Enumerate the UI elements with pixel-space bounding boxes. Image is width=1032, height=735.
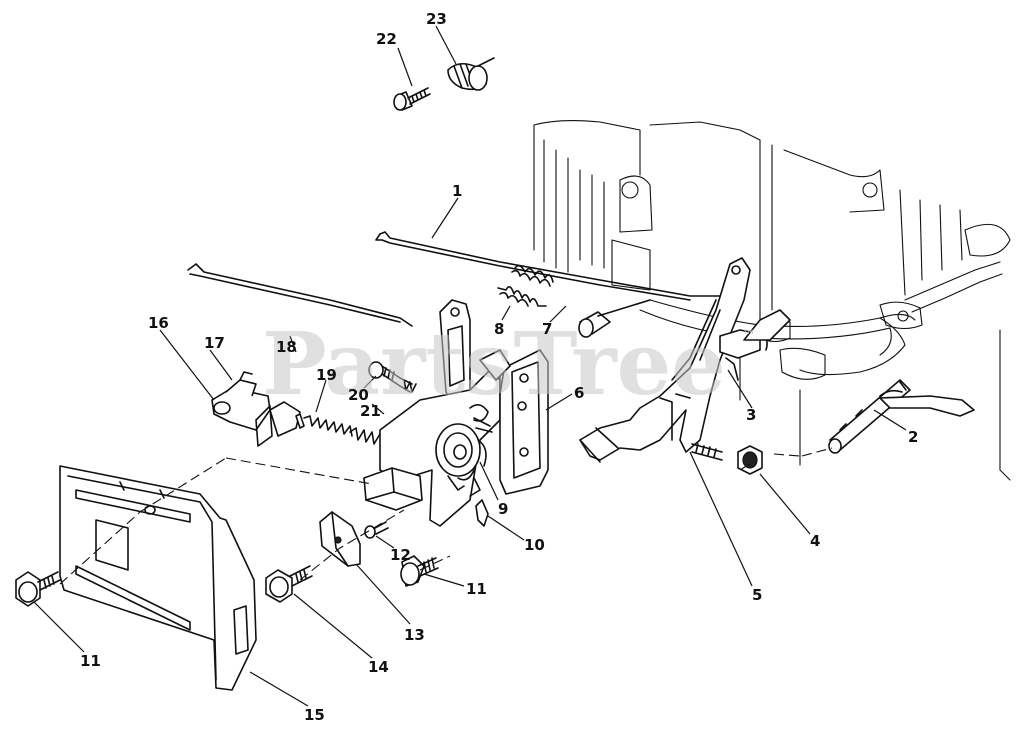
part-11-bolt-right bbox=[400, 555, 439, 587]
callout-2: 2 bbox=[908, 428, 918, 446]
part-12-screw bbox=[364, 521, 389, 539]
callout-5: 5 bbox=[752, 586, 762, 604]
part-7-spring bbox=[511, 264, 554, 287]
part-15-plate bbox=[59, 465, 257, 691]
callout-1: 1 bbox=[452, 182, 462, 200]
callout-19: 19 bbox=[316, 366, 337, 384]
callout-8: 8 bbox=[494, 320, 504, 338]
callout-14: 14 bbox=[368, 658, 389, 676]
callout-12: 12 bbox=[390, 546, 411, 564]
callout-3: 3 bbox=[746, 406, 756, 424]
part-2-lever bbox=[828, 379, 975, 454]
callout-16: 16 bbox=[148, 314, 169, 332]
callout-15: 15 bbox=[304, 706, 325, 724]
callout-labels: 1 2 3 4 5 6 7 8 9 10 11 11 12 13 14 15 1… bbox=[80, 10, 918, 724]
control-bracket-assembly bbox=[363, 299, 549, 527]
callout-17: 17 bbox=[204, 334, 225, 352]
callout-11-left: 11 bbox=[80, 652, 101, 670]
callout-7: 7 bbox=[542, 320, 552, 338]
part-3-5-crank bbox=[579, 257, 791, 463]
part-8-spring bbox=[497, 286, 547, 307]
part-4-nut bbox=[737, 445, 763, 475]
part-11-bolt-left bbox=[15, 571, 61, 607]
engine-block bbox=[533, 120, 1011, 481]
assembly-guide-lines bbox=[59, 447, 833, 585]
callout-4: 4 bbox=[810, 532, 820, 550]
callout-13: 13 bbox=[404, 626, 425, 644]
part-18-rod bbox=[187, 263, 413, 327]
watermark-trademark: ™ bbox=[742, 328, 756, 344]
part-20-screw bbox=[368, 361, 417, 393]
watermark: PartsTree ™ bbox=[262, 314, 756, 415]
part-1-rod bbox=[375, 231, 721, 301]
callout-21: 21 bbox=[360, 402, 381, 420]
part-19-spring bbox=[295, 413, 353, 437]
part-16-17-linkage bbox=[211, 371, 301, 447]
part-13-bracket bbox=[319, 511, 361, 567]
part-23-clip bbox=[447, 57, 495, 91]
bushing-near-7 bbox=[578, 299, 651, 338]
part-14-bolt bbox=[265, 565, 313, 603]
part-21-spring bbox=[349, 427, 381, 445]
watermark-text: PartsTree bbox=[262, 314, 726, 415]
part-22-screw bbox=[393, 87, 431, 111]
callout-22: 22 bbox=[376, 30, 397, 48]
callout-10: 10 bbox=[524, 536, 545, 554]
callout-11-right: 11 bbox=[466, 580, 487, 598]
callout-20: 20 bbox=[348, 386, 369, 404]
callout-18: 18 bbox=[276, 338, 297, 356]
leader-lines bbox=[33, 25, 907, 707]
callout-9: 9 bbox=[498, 500, 508, 518]
callout-23: 23 bbox=[426, 10, 447, 28]
callout-6: 6 bbox=[574, 384, 584, 402]
